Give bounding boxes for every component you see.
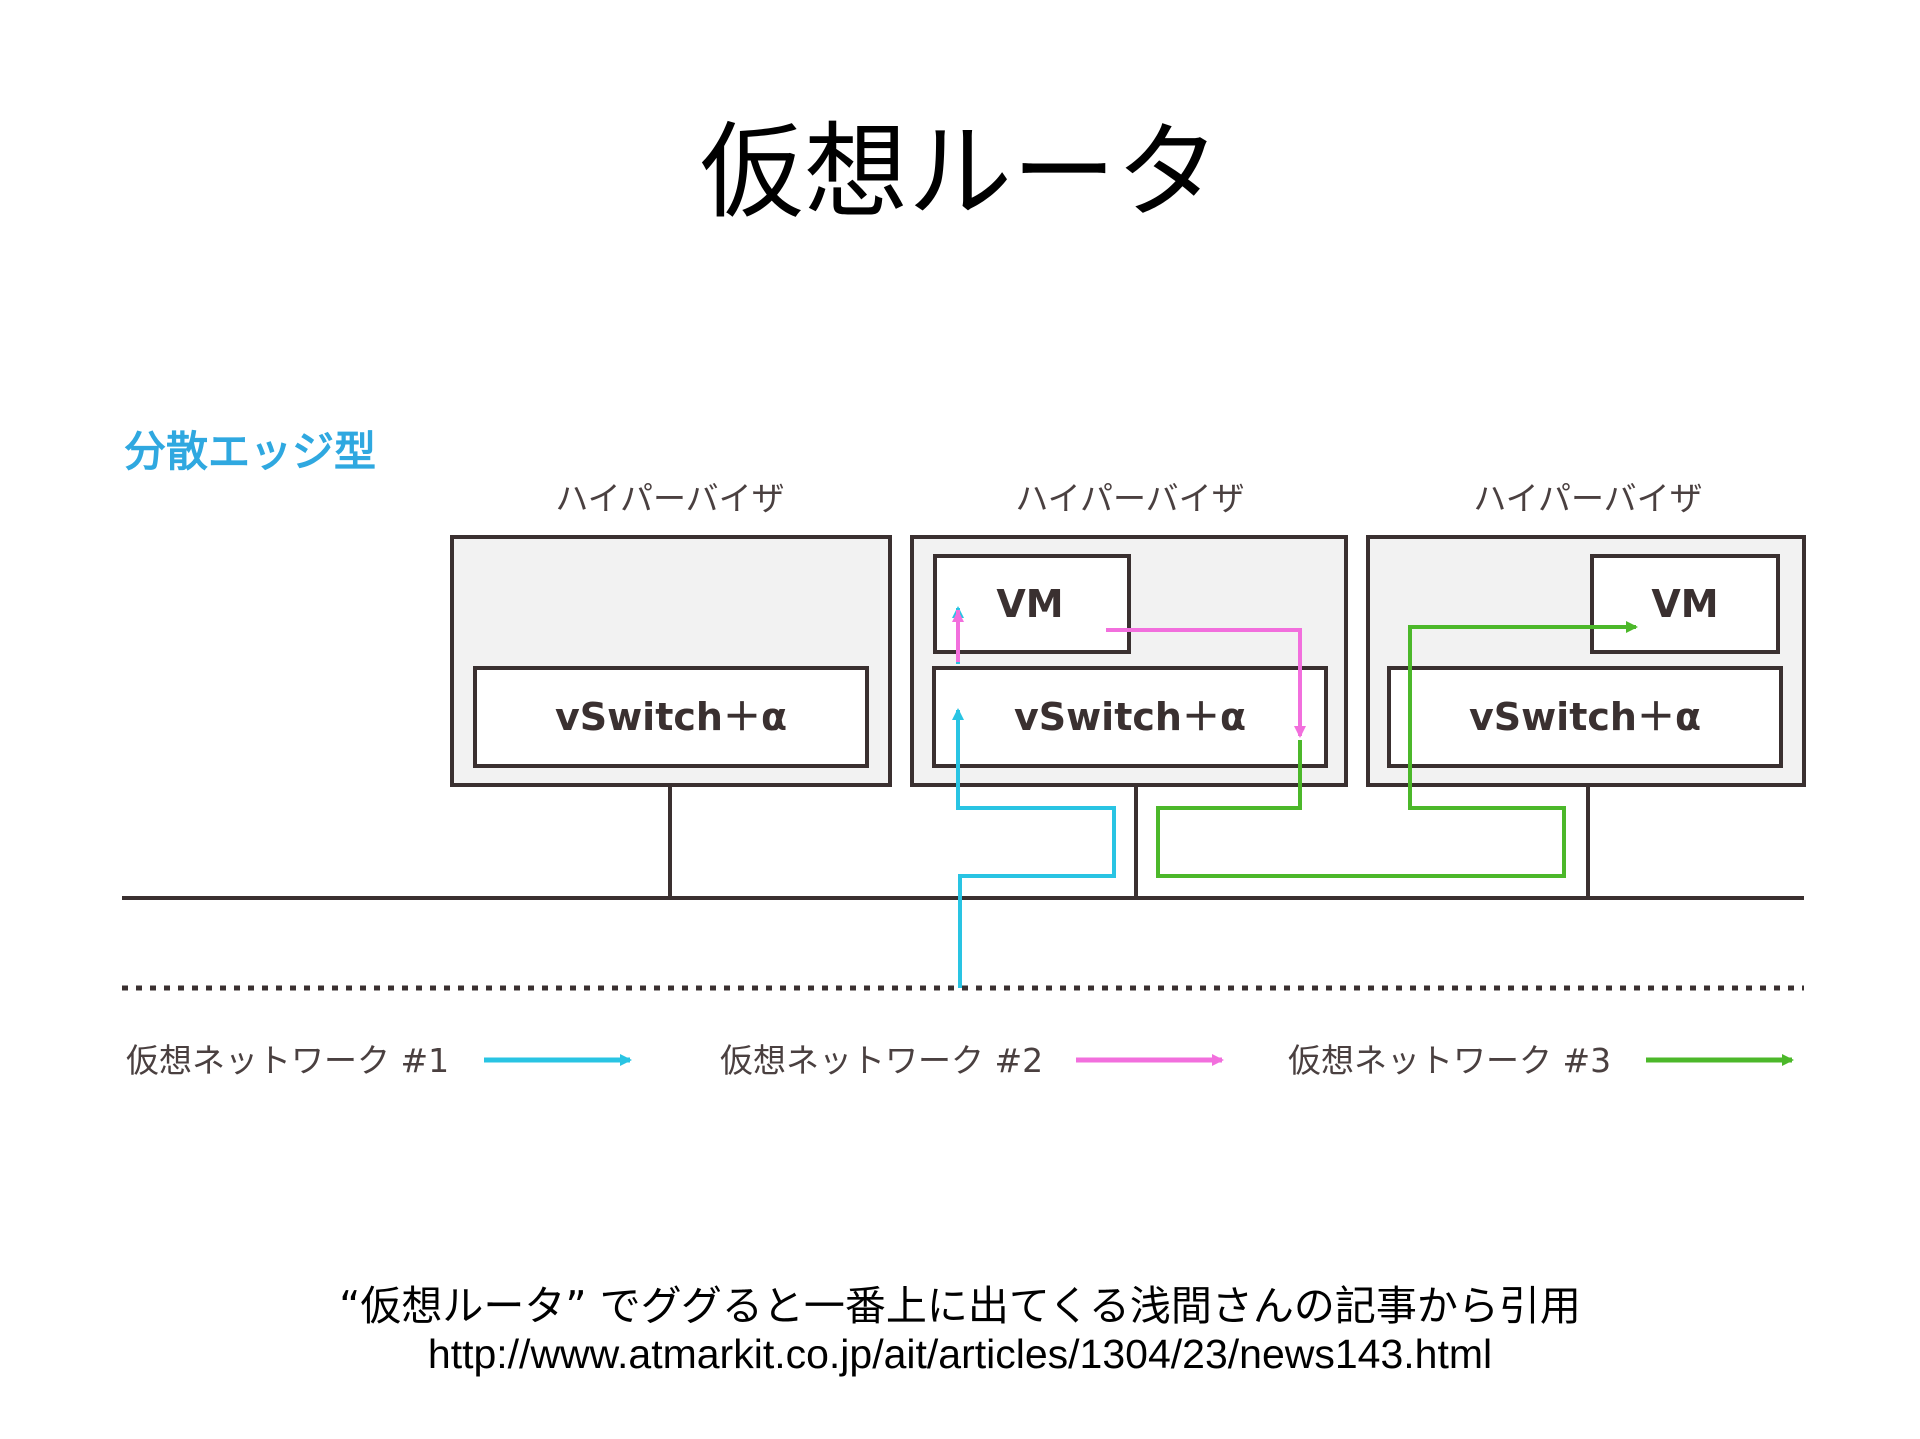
vm-box-3 <box>1590 554 1780 654</box>
diagram-heading: 分散エッジ型 <box>124 427 376 476</box>
path-network-3 <box>1156 621 1638 878</box>
slide-title: 仮想ルータ <box>699 111 1220 233</box>
path-network-2-route <box>1106 628 1306 738</box>
vswitch-label-1: vSwitch＋α <box>555 695 787 739</box>
caption-line-1: “仮想ルータ” でググると一番上に出てくる浅間さんの記事から引用 <box>339 1282 1581 1330</box>
vm-box-2 <box>933 554 1131 654</box>
vswitch-box-1 <box>473 666 869 768</box>
vswitch-box-3 <box>1387 666 1783 768</box>
hypervisor-label-2: ハイパーバイザ <box>1015 479 1244 518</box>
legend-label-1: 仮想ネットワーク #1 <box>126 1041 449 1080</box>
vswitch-label-2: vSwitch＋α <box>1014 695 1246 739</box>
hypervisor-label-1: ハイパーバイザ <box>555 479 784 518</box>
hypervisor-label-3: ハイパーバイザ <box>1473 479 1702 518</box>
legend-label-2: 仮想ネットワーク #2 <box>720 1041 1043 1080</box>
path-network-1 <box>952 708 1116 988</box>
vswitch-box-2 <box>932 666 1328 768</box>
caption: “仮想ルータ” でググると一番上に出てくる浅間さんの記事から引用 http://… <box>0 1282 1920 1378</box>
legend-label-3: 仮想ネットワーク #3 <box>1288 1041 1611 1080</box>
vm-label-3: VM <box>1651 582 1718 626</box>
vswitch-label-3: vSwitch＋α <box>1469 695 1701 739</box>
caption-source-url: http://www.atmarkit.co.jp/ait/articles/1… <box>427 1331 1493 1377</box>
vm-label-2: VM <box>996 582 1063 626</box>
